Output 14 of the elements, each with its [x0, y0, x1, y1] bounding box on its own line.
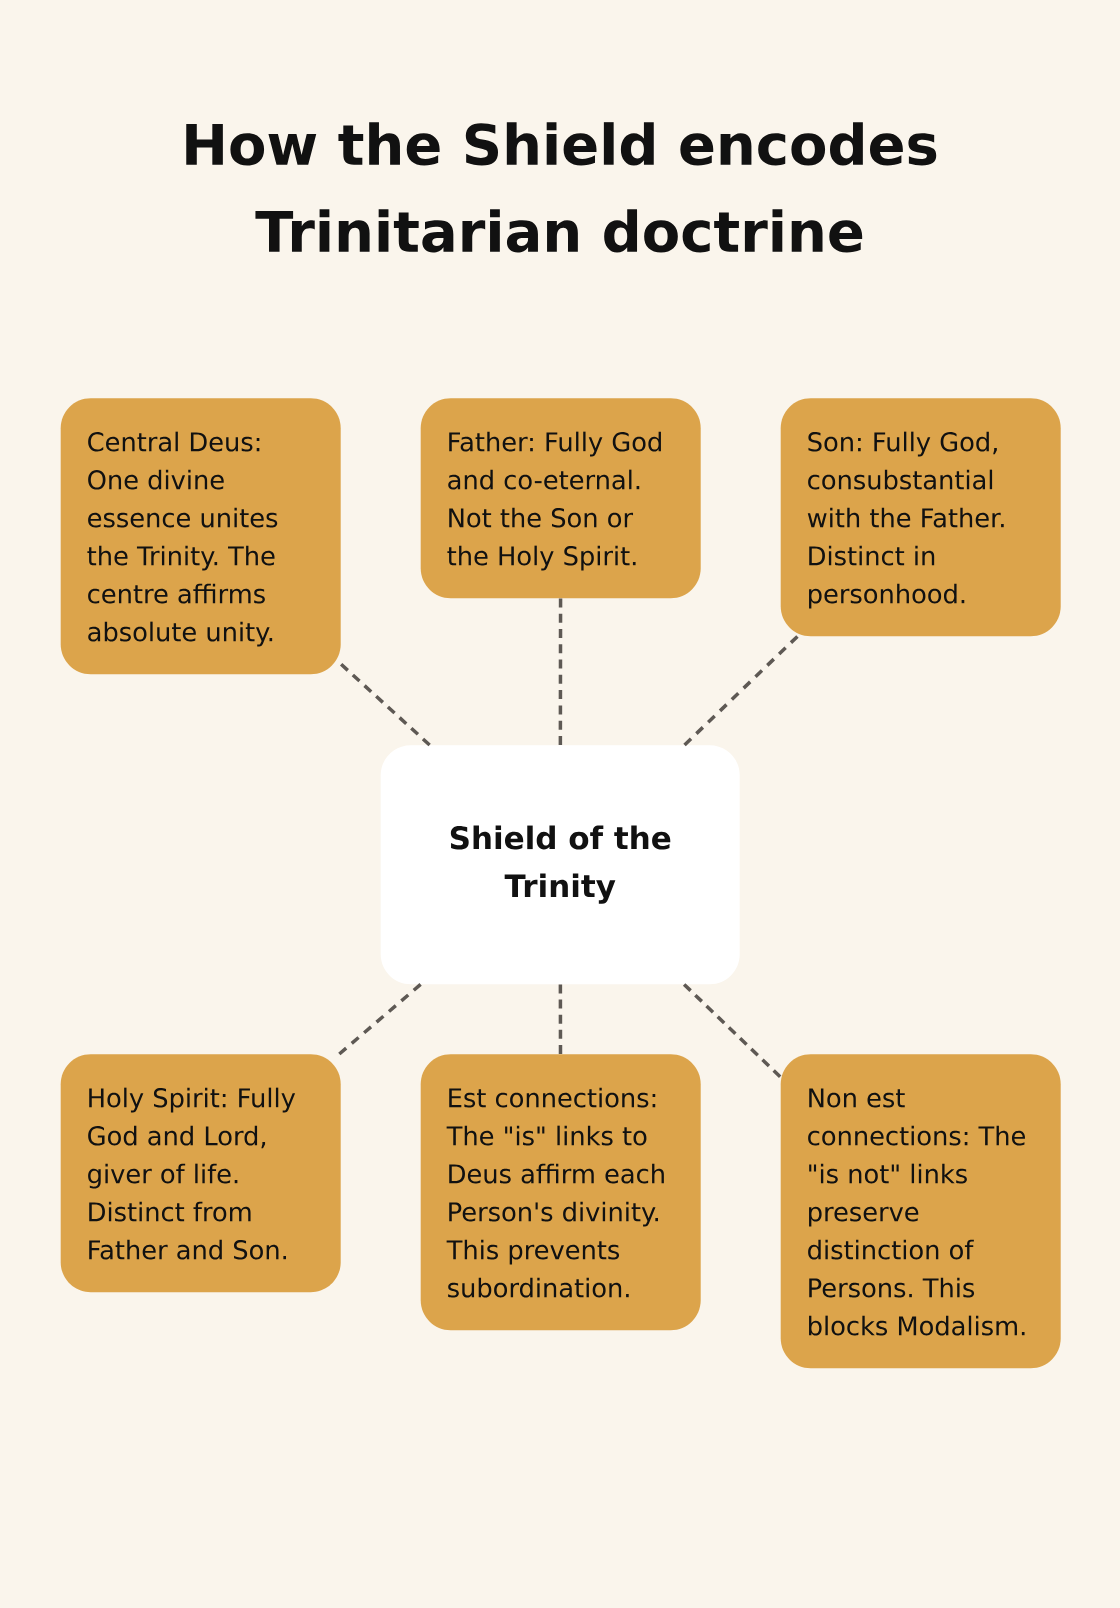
connector-line — [682, 983, 782, 1079]
info-card: Non est connections: The "is not" links preserve distinction of Persons. This blocks Modalism. — [780, 1054, 1061, 1369]
info-card: Central Deus: One divine essence unites the Trinity. The centre affirms absolute unity. — [60, 398, 341, 675]
info-card: Father: Fully God and co-eternal. Not the Son or the Holy Spirit. — [420, 398, 701, 599]
info-card: Est connections: The "is" links to Deus affirm each Person's divinity. This prevents subordination. — [420, 1054, 701, 1331]
center-card: Shield of the Trinity — [380, 745, 740, 985]
title: How the Shield encodes Trinitarian doctrine — [186, 122, 937, 253]
connector-line — [683, 635, 799, 747]
connector-line — [338, 983, 422, 1056]
connector-line — [339, 662, 431, 747]
connector-line — [558, 984, 563, 1054]
info-card: Son: Fully God, consubstantial with the Father. Distinct in personhood. — [780, 398, 1061, 637]
info-card: Holy Spirit: Fully God and Lord, giver of life. Distinct from Father and Son. — [60, 1054, 341, 1293]
connector-line — [558, 598, 563, 745]
